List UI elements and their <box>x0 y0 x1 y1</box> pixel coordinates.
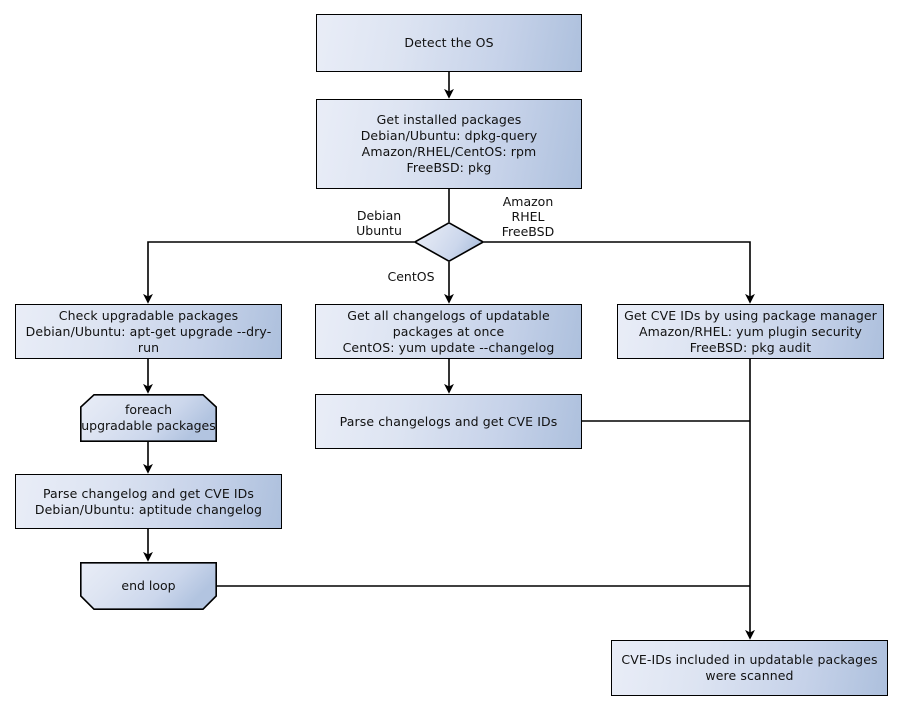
node-get-all-changelogs-label: Get all changelogs of updatable packages… <box>342 307 555 355</box>
loop-start-shape <box>80 394 217 443</box>
node-foreach-upgradable-packages[interactable]: foreach upgradable packages <box>80 394 217 443</box>
edge-label-amazon-rhel-freebsd: Amazon RHEL FreeBSD <box>501 194 555 239</box>
node-cve-ids-scanned-label: CVE-IDs included in updatable packages w… <box>621 652 878 683</box>
node-get-cve-ids-package-manager-label: Get CVE IDs by using package manager Ama… <box>624 307 877 355</box>
node-get-cve-ids-package-manager[interactable]: Get CVE IDs by using package manager Ama… <box>617 304 884 359</box>
node-get-installed-packages-label: Get installed packages Debian/Ubuntu: dp… <box>360 112 538 175</box>
node-get-installed-packages[interactable]: Get installed packages Debian/Ubuntu: dp… <box>316 99 582 189</box>
edge-label-debian-ubuntu: Debian Ubuntu <box>356 208 402 238</box>
node-cve-ids-scanned[interactable]: CVE-IDs included in updatable packages w… <box>611 640 888 696</box>
node-parse-changelogs-center[interactable]: Parse changelogs and get CVE IDs <box>315 394 582 449</box>
node-check-upgradable-packages-label: Check upgradable packages Debian/Ubuntu:… <box>25 307 272 355</box>
edge-decision-to-cve-package-manager <box>484 241 755 304</box>
node-detect-os-label: Detect the OS <box>404 35 494 50</box>
node-foreach-upgradable-packages-label: foreach upgradable packages <box>81 402 216 433</box>
node-parse-changelogs-center-label: Parse changelogs and get CVE IDs <box>339 413 558 429</box>
node-parse-changelog-left[interactable]: Parse changelog and get CVE IDs Debian/U… <box>15 474 282 529</box>
node-detect-os[interactable]: Detect the OS <box>316 14 582 72</box>
node-parse-changelog-left-label: Parse changelog and get CVE IDs Debian/U… <box>34 485 263 517</box>
node-end-loop[interactable]: end loop <box>80 562 217 611</box>
loop-end-shape <box>80 562 217 611</box>
node-end-loop-label: end loop <box>121 578 176 593</box>
edge-decision-to-check-upgradable <box>143 241 414 304</box>
node-os-decision[interactable] <box>413 221 485 263</box>
node-get-all-changelogs[interactable]: Get all changelogs of updatable packages… <box>315 304 582 359</box>
node-check-upgradable-packages[interactable]: Check upgradable packages Debian/Ubuntu:… <box>15 304 282 359</box>
edge-label-centos: CentOS <box>387 269 435 284</box>
diamond-shape <box>413 221 485 263</box>
